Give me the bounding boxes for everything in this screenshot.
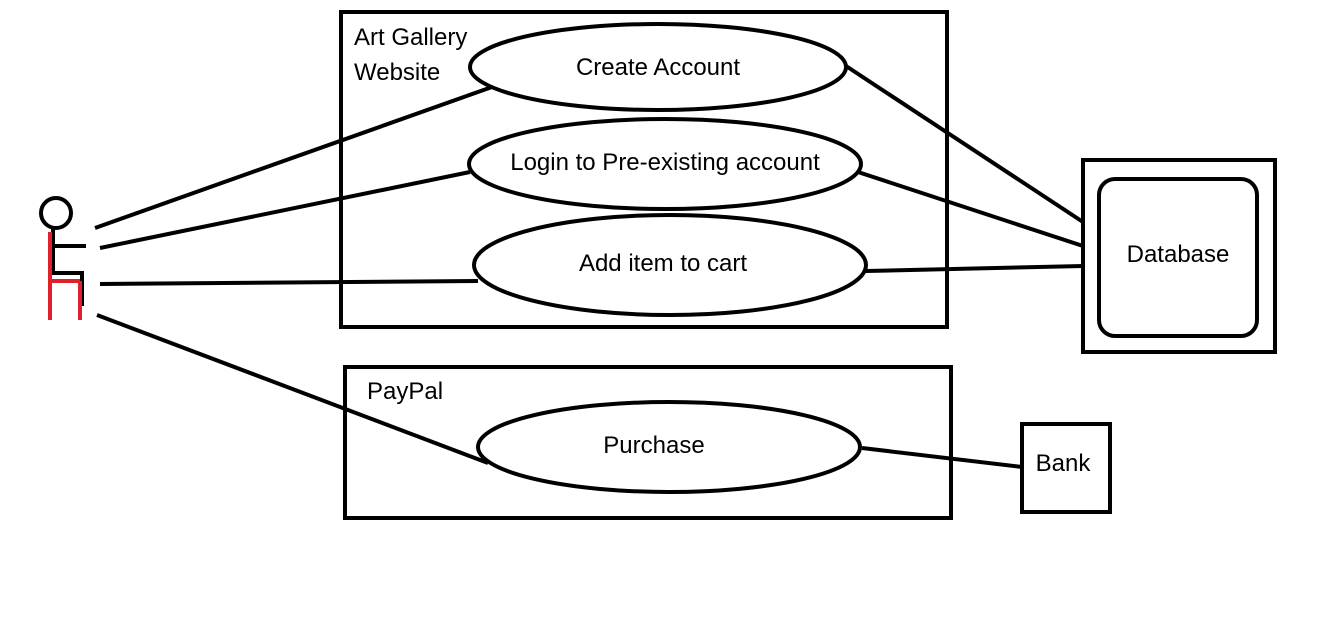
use-case-purchase: Purchase (476, 400, 862, 494)
edge-add-to-cart-database (865, 264, 1084, 273)
edge-create-account-database (844, 64, 1085, 224)
use-case-add-to-cart-label: Add item to cart (579, 250, 747, 277)
seated-stick-figure-icon (39, 196, 86, 320)
website-system-title-line2: Website (354, 59, 440, 86)
database-label: Database (1127, 241, 1230, 268)
use-case-login-label: Login to Pre-existing account (510, 149, 820, 176)
associations (94, 64, 1085, 469)
edge-actor-login (99, 170, 471, 250)
database-outer-frame (1081, 158, 1277, 354)
bank-node: Bank (1020, 422, 1112, 514)
use-case-create-account-label: Create Account (576, 54, 740, 81)
bank-frame (1020, 422, 1112, 514)
bank-label: Bank (1036, 450, 1092, 477)
paypal-system-boundary (343, 365, 953, 520)
edge-actor-add-to-cart (99, 279, 479, 286)
edge-actor-create-account (94, 85, 493, 230)
website-system-title-line1: Art Gallery (354, 24, 467, 51)
paypal-system-title: PayPal (367, 378, 443, 405)
database-node: Database (1081, 158, 1277, 354)
edge-purchase-bank (861, 446, 1023, 469)
use-case-purchase-label: Purchase (603, 432, 704, 459)
use-case-add-to-cart: Add item to cart (472, 213, 868, 317)
website-system-boundary (339, 10, 949, 329)
database-inner-frame (1097, 177, 1259, 338)
use-case-create-account: Create Account (468, 22, 848, 112)
edge-login-database (857, 170, 1084, 248)
edge-actor-purchase (96, 313, 489, 465)
use-case-login: Login to Pre-existing account (467, 117, 863, 211)
